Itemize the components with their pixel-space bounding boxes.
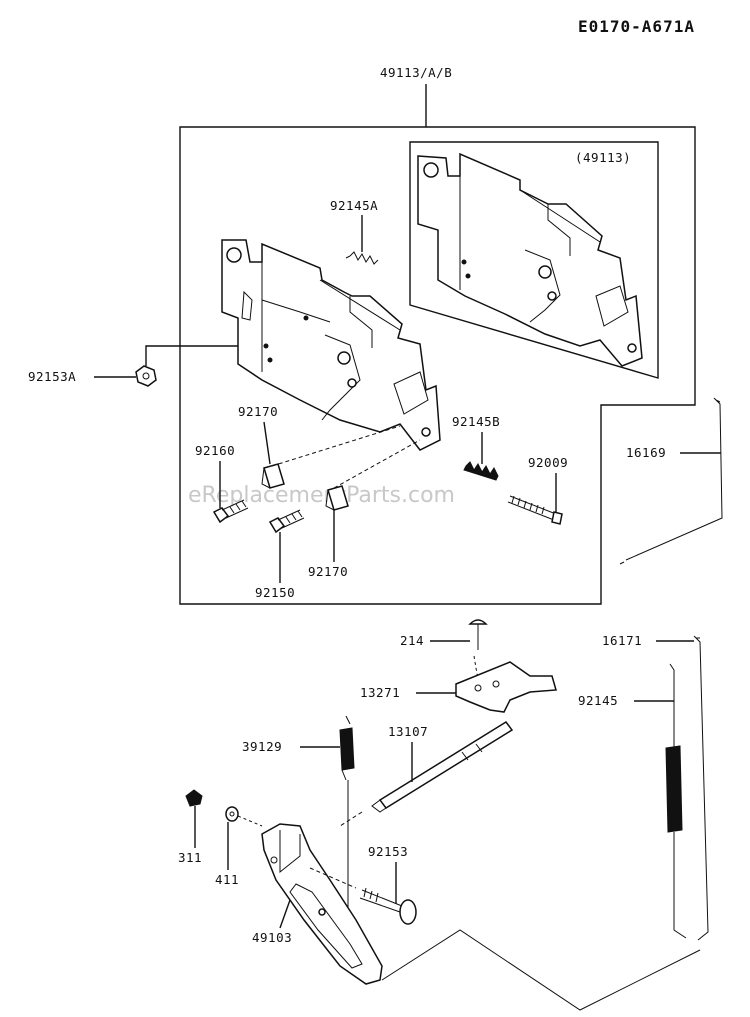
- watermark: eReplacementParts.com: [188, 483, 455, 508]
- label-49113: 49113/A/B: [380, 65, 452, 80]
- plate-13271: [455, 661, 557, 713]
- leader-92170-a: [263, 421, 271, 465]
- bolt-92150: [268, 509, 305, 534]
- label-13271: 13271: [360, 685, 400, 700]
- spring-92145B: [463, 461, 499, 481]
- washer-411: [225, 806, 263, 827]
- diagram-code: E0170-A671A: [578, 17, 695, 36]
- label-92009: 92009: [528, 455, 568, 470]
- bolt-92153: [309, 867, 417, 925]
- spring-92145: [665, 663, 687, 939]
- label-92160: 92160: [195, 443, 235, 458]
- label-49103: 49103: [252, 930, 292, 945]
- clamp-92170-b: [325, 485, 349, 511]
- lever-49103: [261, 823, 701, 1011]
- label-92153A: 92153A: [28, 369, 76, 384]
- inset-frame: [409, 141, 659, 379]
- nut-92153A: [135, 365, 157, 387]
- dash-leader-b: [333, 439, 421, 489]
- dash-leader-a: [271, 425, 401, 467]
- nut-311: [185, 789, 203, 807]
- label-16171: 16171: [602, 633, 642, 648]
- spring-39129: [339, 715, 355, 916]
- bolt-92160: [212, 499, 249, 524]
- label-13107: 13107: [388, 724, 428, 739]
- leader-92153A: [94, 345, 238, 378]
- label-92145B: 92145B: [452, 414, 500, 429]
- inset-title: (49113): [575, 150, 631, 165]
- spring-92145A: [345, 251, 379, 265]
- label-92145A: 92145A: [330, 198, 378, 213]
- label-39129: 39129: [242, 739, 282, 754]
- screw-214: [468, 619, 488, 681]
- leader-49103: [279, 899, 291, 929]
- assembly-frame: [179, 126, 696, 605]
- label-214: 214: [400, 633, 424, 648]
- label-92150: 92150: [255, 585, 295, 600]
- label-92153: 92153: [368, 844, 408, 859]
- label-92145: 92145: [578, 693, 618, 708]
- label-92170-b: 92170: [308, 564, 348, 579]
- screw-92009: [507, 495, 563, 525]
- label-92170-a: 92170: [238, 404, 278, 419]
- rod-16171: [693, 635, 709, 941]
- rod-16169: [619, 397, 723, 565]
- label-16169: 16169: [626, 445, 666, 460]
- shaft-13107: [339, 721, 514, 827]
- governor-plate-main: [221, 239, 441, 451]
- governor-plate-inset: [417, 152, 643, 367]
- label-411: 411: [215, 872, 239, 887]
- label-311: 311: [178, 850, 202, 865]
